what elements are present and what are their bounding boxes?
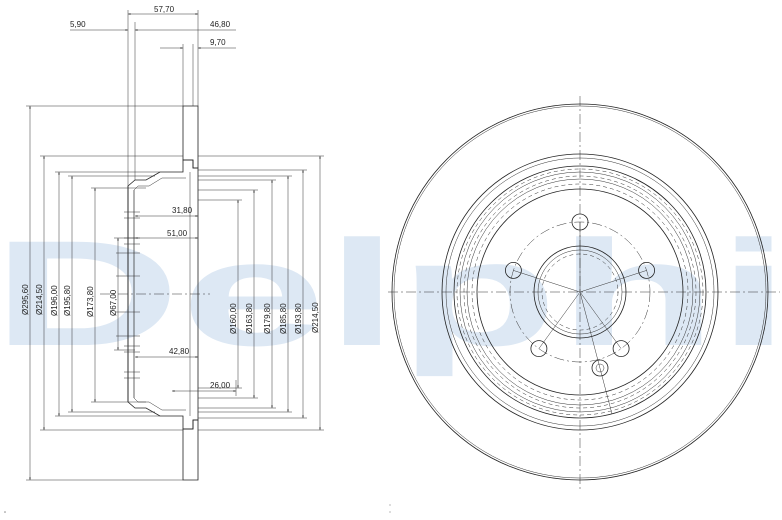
hat-hidden-edge-2	[463, 175, 697, 409]
left-diameter-label: Ø295,60	[21, 284, 30, 315]
left-diameter-label: Ø196,00	[50, 285, 59, 316]
speck-left	[4, 511, 6, 513]
hat-step-1	[459, 171, 701, 413]
dim-top-9-70: 9,70	[210, 38, 226, 47]
right-diameter-label: Ø163,80	[245, 303, 254, 334]
disc-outer-edge	[391, 103, 769, 481]
right-diameter-label: Ø160,00	[229, 303, 238, 334]
locator-hole-inner	[595, 363, 605, 373]
bolt-hole	[530, 340, 548, 357]
side-section-view: 5,90 57,70 46,80 9,70 31,80 51,00 42,80 …	[21, 5, 324, 481]
bolt-hole	[612, 340, 630, 357]
disc-outer-chamfer	[393, 105, 767, 479]
left-diameter-label: Ø67,00	[109, 289, 118, 316]
dim-top-46-80: 46,80	[210, 20, 231, 29]
dim-inner-42-80: 42,80	[169, 347, 190, 356]
front-view	[388, 96, 780, 492]
friction-ring-inner-chamfer	[445, 157, 715, 427]
hat-hidden-edge-3	[471, 183, 689, 401]
locator-leader	[579, 291, 613, 415]
dim-top-5-90: 5,90	[70, 20, 86, 29]
left-diameter-dimensions: Ø295,60 Ø214,50 Ø196,00 Ø195,80 Ø173,80 Ø67,0…	[21, 105, 183, 481]
hat-hidden-edge-1	[456, 168, 704, 416]
friction-ring-inner-edge	[441, 153, 719, 431]
right-diameter-label: Ø185,80	[279, 303, 288, 334]
hat-step-2	[466, 178, 694, 406]
dim-inner-51-00: 51,00	[167, 229, 188, 238]
right-diameter-label: Ø214,50	[311, 302, 320, 333]
dim-inner-31-80: 31,80	[172, 206, 193, 215]
speck-mid2	[389, 511, 391, 513]
disc-ring-section-top	[182, 105, 199, 169]
left-diameter-label: Ø214,50	[35, 284, 44, 315]
hat-face-edge	[476, 188, 684, 396]
bolt-center-radials	[513, 222, 647, 349]
left-diameter-label: Ø173,80	[86, 286, 95, 317]
dim-top-57-70: 57,70	[154, 5, 175, 14]
locator-hole	[591, 359, 609, 377]
left-diameter-label: Ø195,80	[63, 285, 72, 316]
dim-inner-26-00: 26,00	[210, 381, 231, 390]
hat-outer-edge	[453, 165, 707, 419]
right-diameter-label: Ø193,80	[294, 303, 303, 334]
right-diameter-dimensions: Ø160,00 Ø163,80 Ø179,80 Ø185,80 Ø193,80 Ø214,…	[198, 155, 324, 431]
bolt-hole	[638, 261, 655, 279]
speck-mid	[389, 504, 391, 506]
bolt-hole-pattern	[505, 213, 655, 377]
bolt-hole	[505, 261, 522, 279]
right-diameter-label: Ø179,80	[263, 303, 272, 334]
delphi-watermark: Delphi	[0, 209, 782, 377]
